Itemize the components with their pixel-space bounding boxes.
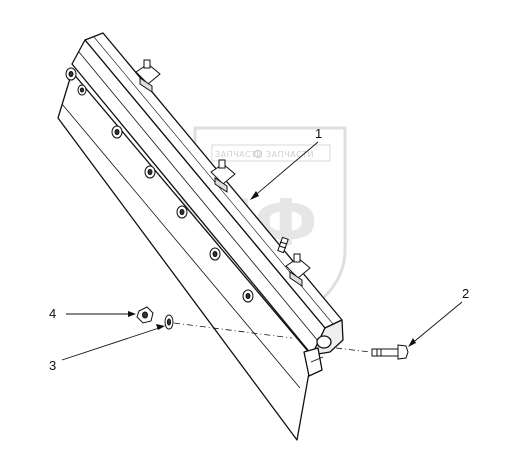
watermark-text-left: ЗАПЧАСТИ xyxy=(215,150,263,159)
nut xyxy=(209,247,221,261)
assembly-axis-line xyxy=(173,322,371,353)
clamp xyxy=(285,253,311,287)
callout-1-number: 1 xyxy=(315,126,322,141)
callout-2: 2 xyxy=(408,286,469,347)
blade-assembly xyxy=(57,32,344,441)
nut xyxy=(242,289,254,303)
end-bracket xyxy=(303,347,323,377)
watermark-gear-icon xyxy=(253,149,263,159)
nut xyxy=(111,125,123,139)
part-2-bolt xyxy=(371,344,409,360)
blade-nuts xyxy=(65,67,254,303)
callout-1: 1 xyxy=(250,126,322,200)
callout-3-number: 3 xyxy=(49,358,56,373)
threaded-stud xyxy=(277,236,289,254)
watermark-text-right: ЗАПЧАСТИ xyxy=(266,150,314,159)
nut xyxy=(65,67,77,81)
part-4-nut xyxy=(136,306,154,324)
callout-4-number: 4 xyxy=(49,306,56,321)
callout-2-number: 2 xyxy=(462,286,469,301)
part-3-washer xyxy=(164,314,174,330)
callout-4: 4 xyxy=(49,306,136,321)
nut xyxy=(176,205,188,219)
callout-3: 3 xyxy=(49,324,165,373)
bar-clamps xyxy=(135,59,311,287)
clamp xyxy=(210,159,236,193)
nut xyxy=(144,165,156,179)
nut xyxy=(77,84,87,96)
clamp xyxy=(135,59,161,93)
exploded-parts xyxy=(136,306,409,360)
